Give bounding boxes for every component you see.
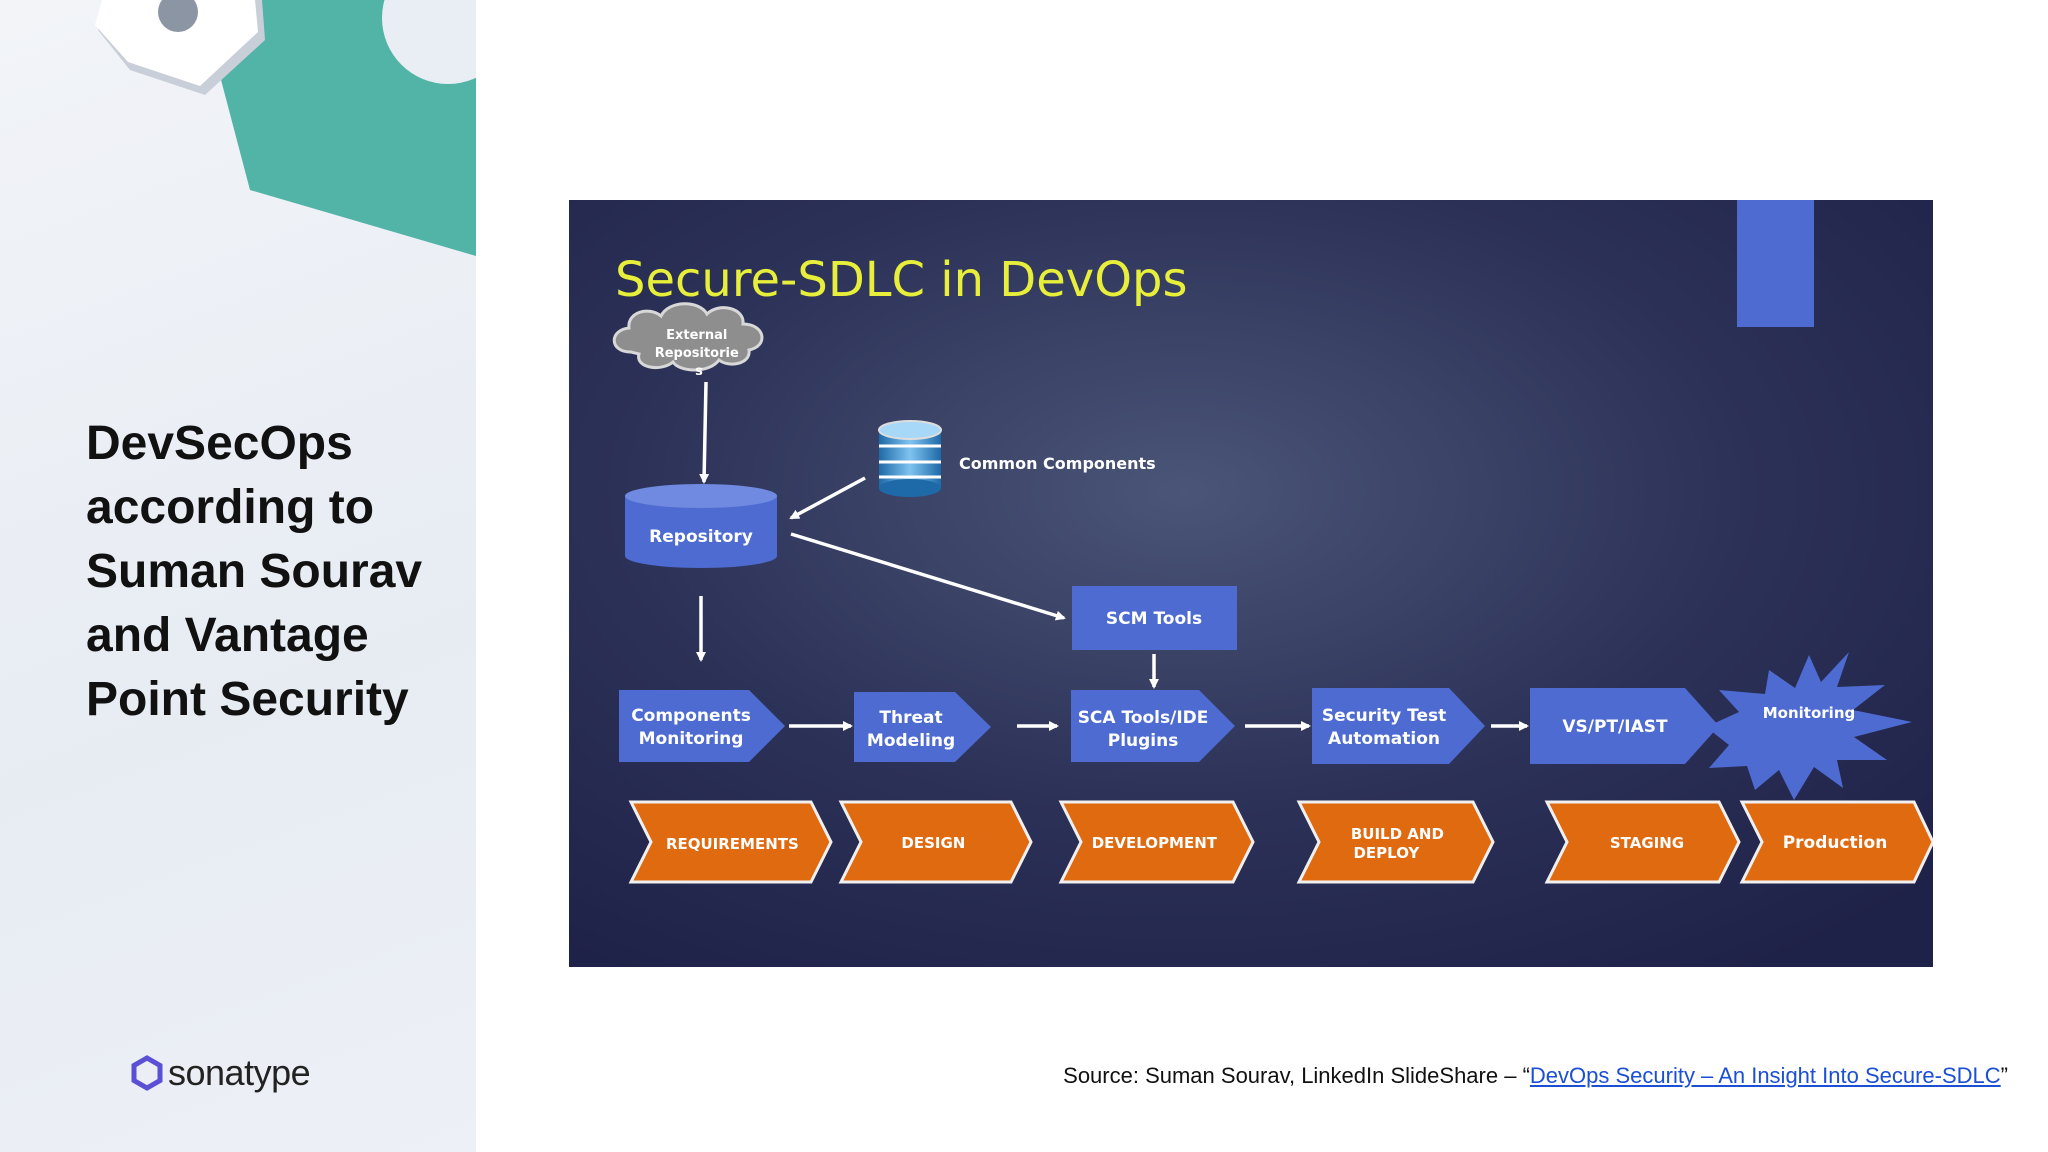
tool-label: Monitoring: [639, 729, 744, 749]
sonatype-logo: sonatype: [130, 1052, 311, 1094]
tool-label: Threat: [879, 708, 942, 728]
phase-label: Production: [1783, 833, 1888, 853]
secure-sdlc-diagram: Secure-SDLC in DevOps External Repositor…: [569, 200, 1933, 967]
tool-label: Automation: [1328, 729, 1440, 749]
cloud-label-line: Repositorie: [655, 346, 739, 361]
phase-build-deploy: [1296, 800, 1495, 884]
tool-label: Plugins: [1108, 731, 1179, 751]
phase-label: REQUIREMENTS: [666, 835, 799, 853]
vs-pt-iast-box: [1530, 688, 1719, 764]
phase-design: [838, 800, 1033, 884]
slide-title: DevSecOps according to Suman Sourav and …: [86, 417, 423, 726]
common-components-database-icon: [878, 420, 942, 497]
tool-boxes: [619, 688, 1719, 764]
tool-label: Modeling: [867, 731, 955, 751]
phase-requirements: [628, 800, 833, 884]
decorative-shapes: [95, 0, 476, 256]
monitoring-label: Monitoring: [1763, 704, 1855, 722]
phase-label: BUILD AND: [1351, 825, 1444, 843]
phase-label: DESIGN: [901, 834, 965, 852]
corner-accent-block: [1737, 200, 1814, 327]
phase-chevrons: [628, 800, 1933, 884]
svg-text:REQUIREMENTS DESIGN DE: REQUIREMENTS DESIGN DEVELOPMENT BUILD AN…: [666, 825, 1684, 862]
svg-text:Components Monitoring: Components Monitoring Threat Modeling SC…: [631, 706, 1668, 751]
source-link[interactable]: DevOps Security – An Insight Into Secure…: [1529, 1063, 2001, 1088]
tool-label: Security Test: [1322, 706, 1446, 726]
phase-label: DEVELOPMENT: [1092, 834, 1218, 852]
components-monitoring-box: [619, 690, 785, 762]
monitoring-starburst: [1706, 652, 1912, 800]
brand-name: sonatype: [168, 1052, 311, 1093]
scm-tools-box: [1072, 586, 1237, 650]
cloud-label-line: s: [695, 364, 703, 379]
phase-production: [1739, 800, 1933, 884]
threat-modeling-box: [854, 692, 991, 762]
source-prefix: Source: Suman Sourav, LinkedIn SlideShar…: [1063, 1063, 1530, 1088]
scm-tools-label: SCM Tools: [1106, 609, 1202, 629]
phase-label: STAGING: [1610, 834, 1684, 852]
repository-cylinder: [625, 484, 777, 568]
repository-label: Repository: [649, 527, 753, 547]
sca-tools-box: [1071, 690, 1235, 762]
tool-label: SCA Tools/IDE: [1078, 708, 1209, 728]
flow-arrows: [696, 381, 1529, 731]
cloud-label-line: External: [666, 328, 727, 343]
diagram-title: Secure-SDLC in DevOps: [615, 252, 1187, 308]
tool-label: Components: [631, 706, 751, 726]
svg-text:External Repositorie: External Repositorie s: [655, 328, 744, 379]
security-test-automation-box: [1312, 688, 1485, 764]
common-components-label: Common Components: [959, 454, 1156, 473]
phase-label: DEPLOY: [1353, 844, 1420, 862]
phase-staging: [1544, 800, 1741, 884]
source-suffix: ”: [2000, 1063, 2008, 1088]
tool-label: VS/PT/IAST: [1562, 717, 1668, 737]
phase-development: [1058, 800, 1255, 884]
external-repositories-cloud: External Repositorie s: [612, 302, 764, 379]
left-panel: DevSecOps according to Suman Sourav and …: [0, 0, 476, 1152]
source-citation: Source: Suman Sourav, LinkedIn SlideShar…: [1008, 1062, 2008, 1090]
hexagon-logo-icon: [131, 1055, 163, 1091]
